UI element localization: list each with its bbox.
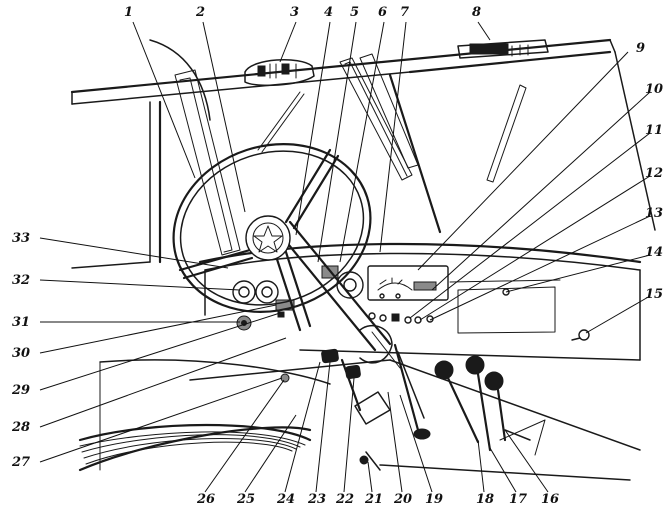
a-pillar-left (149, 39, 241, 256)
callout-22: 22 (335, 492, 354, 507)
callout-32: 32 (12, 273, 30, 288)
callout-8: 8 (472, 5, 481, 20)
left-gauge-cluster (232, 265, 364, 318)
ignition-switch (236, 315, 252, 331)
callout-12: 12 (645, 166, 663, 181)
callout-28: 28 (11, 420, 30, 435)
callout-labels: 1 2 3 4 5 6 7 8 9 10 11 12 13 14 15 16 1… (11, 5, 663, 507)
callout-2: 2 (195, 5, 205, 20)
callout-26: 26 (196, 492, 215, 507)
pedals (321, 343, 431, 440)
callout-24: 24 (276, 492, 295, 507)
callout-11: 11 (645, 123, 663, 138)
callout-15: 15 (645, 287, 663, 302)
windshield-frame (70, 38, 656, 269)
side-control-knob (571, 329, 590, 341)
callout-17: 17 (509, 492, 527, 507)
callout-7: 7 (400, 5, 409, 20)
callout-31: 31 (12, 315, 30, 330)
callout-16: 16 (541, 492, 559, 507)
callout-1: 1 (124, 5, 133, 20)
callout-20: 20 (393, 492, 412, 507)
wiper-arms (257, 53, 527, 183)
floor-and-seat (78, 359, 641, 481)
callout-4: 4 (324, 5, 333, 20)
callout-6: 6 (378, 5, 387, 20)
instrument-panel-right (367, 265, 449, 301)
callout-5: 5 (350, 5, 359, 20)
callout-27: 27 (11, 455, 30, 470)
callout-3: 3 (290, 5, 299, 20)
steering-column (273, 220, 401, 369)
sun-visor (457, 39, 549, 59)
callout-23: 23 (307, 492, 326, 507)
callout-13: 13 (645, 206, 663, 221)
callout-25: 25 (236, 492, 255, 507)
callout-18: 18 (476, 492, 494, 507)
leader-lines (39, 21, 651, 493)
callout-14: 14 (645, 245, 663, 260)
callout-9: 9 (636, 41, 645, 56)
steering-wheel (172, 143, 372, 332)
callout-30: 30 (12, 346, 30, 361)
dome-light (244, 59, 315, 87)
switch-row (368, 288, 510, 324)
callout-10: 10 (645, 82, 663, 97)
callout-19: 19 (425, 492, 443, 507)
floor-levers (434, 355, 546, 456)
callout-21: 21 (364, 492, 383, 507)
callout-29: 29 (11, 383, 30, 398)
callout-33: 33 (12, 231, 30, 246)
